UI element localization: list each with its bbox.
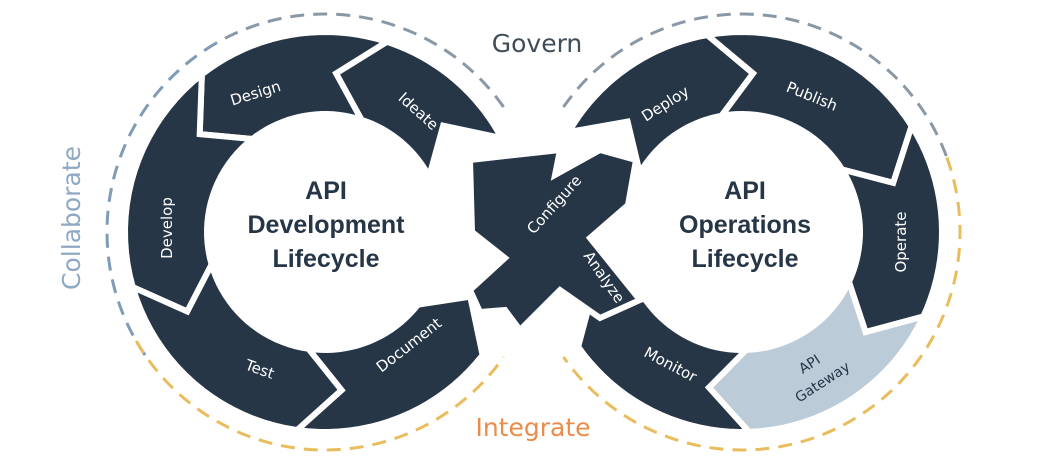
segment-document [290, 293, 486, 435]
segment-label-develop: Develop [158, 197, 176, 259]
lifecycle-segments [122, 28, 945, 435]
collaborate-label: Collaborate [57, 146, 86, 290]
govern-label: Govern [492, 29, 583, 58]
segment-label-operate: Operate [892, 211, 910, 272]
left-cycle-title-line3: Lifecycle [272, 245, 379, 273]
segment-publish [700, 28, 915, 187]
dash-govern-right [562, 12, 949, 158]
right-cycle-title-line2: Operations [679, 211, 811, 239]
left-cycle-title-line2: Development [248, 211, 406, 239]
dash-collaborate [105, 41, 217, 358]
segment-monitor [574, 285, 756, 435]
integrate-label: Integrate [475, 413, 590, 442]
left-cycle-title-line1: API [305, 177, 347, 205]
dash-integrate-right [562, 156, 962, 452]
segment-configure-analyze [466, 146, 645, 335]
dash-integrate-left [134, 340, 505, 452]
right-cycle-title-line3: Lifecycle [691, 245, 798, 273]
dash-govern-left [215, 12, 505, 108]
outer-dashed-loops [105, 12, 962, 452]
right-cycle-title-line1: API [724, 177, 766, 205]
crossover-segments [466, 146, 645, 335]
